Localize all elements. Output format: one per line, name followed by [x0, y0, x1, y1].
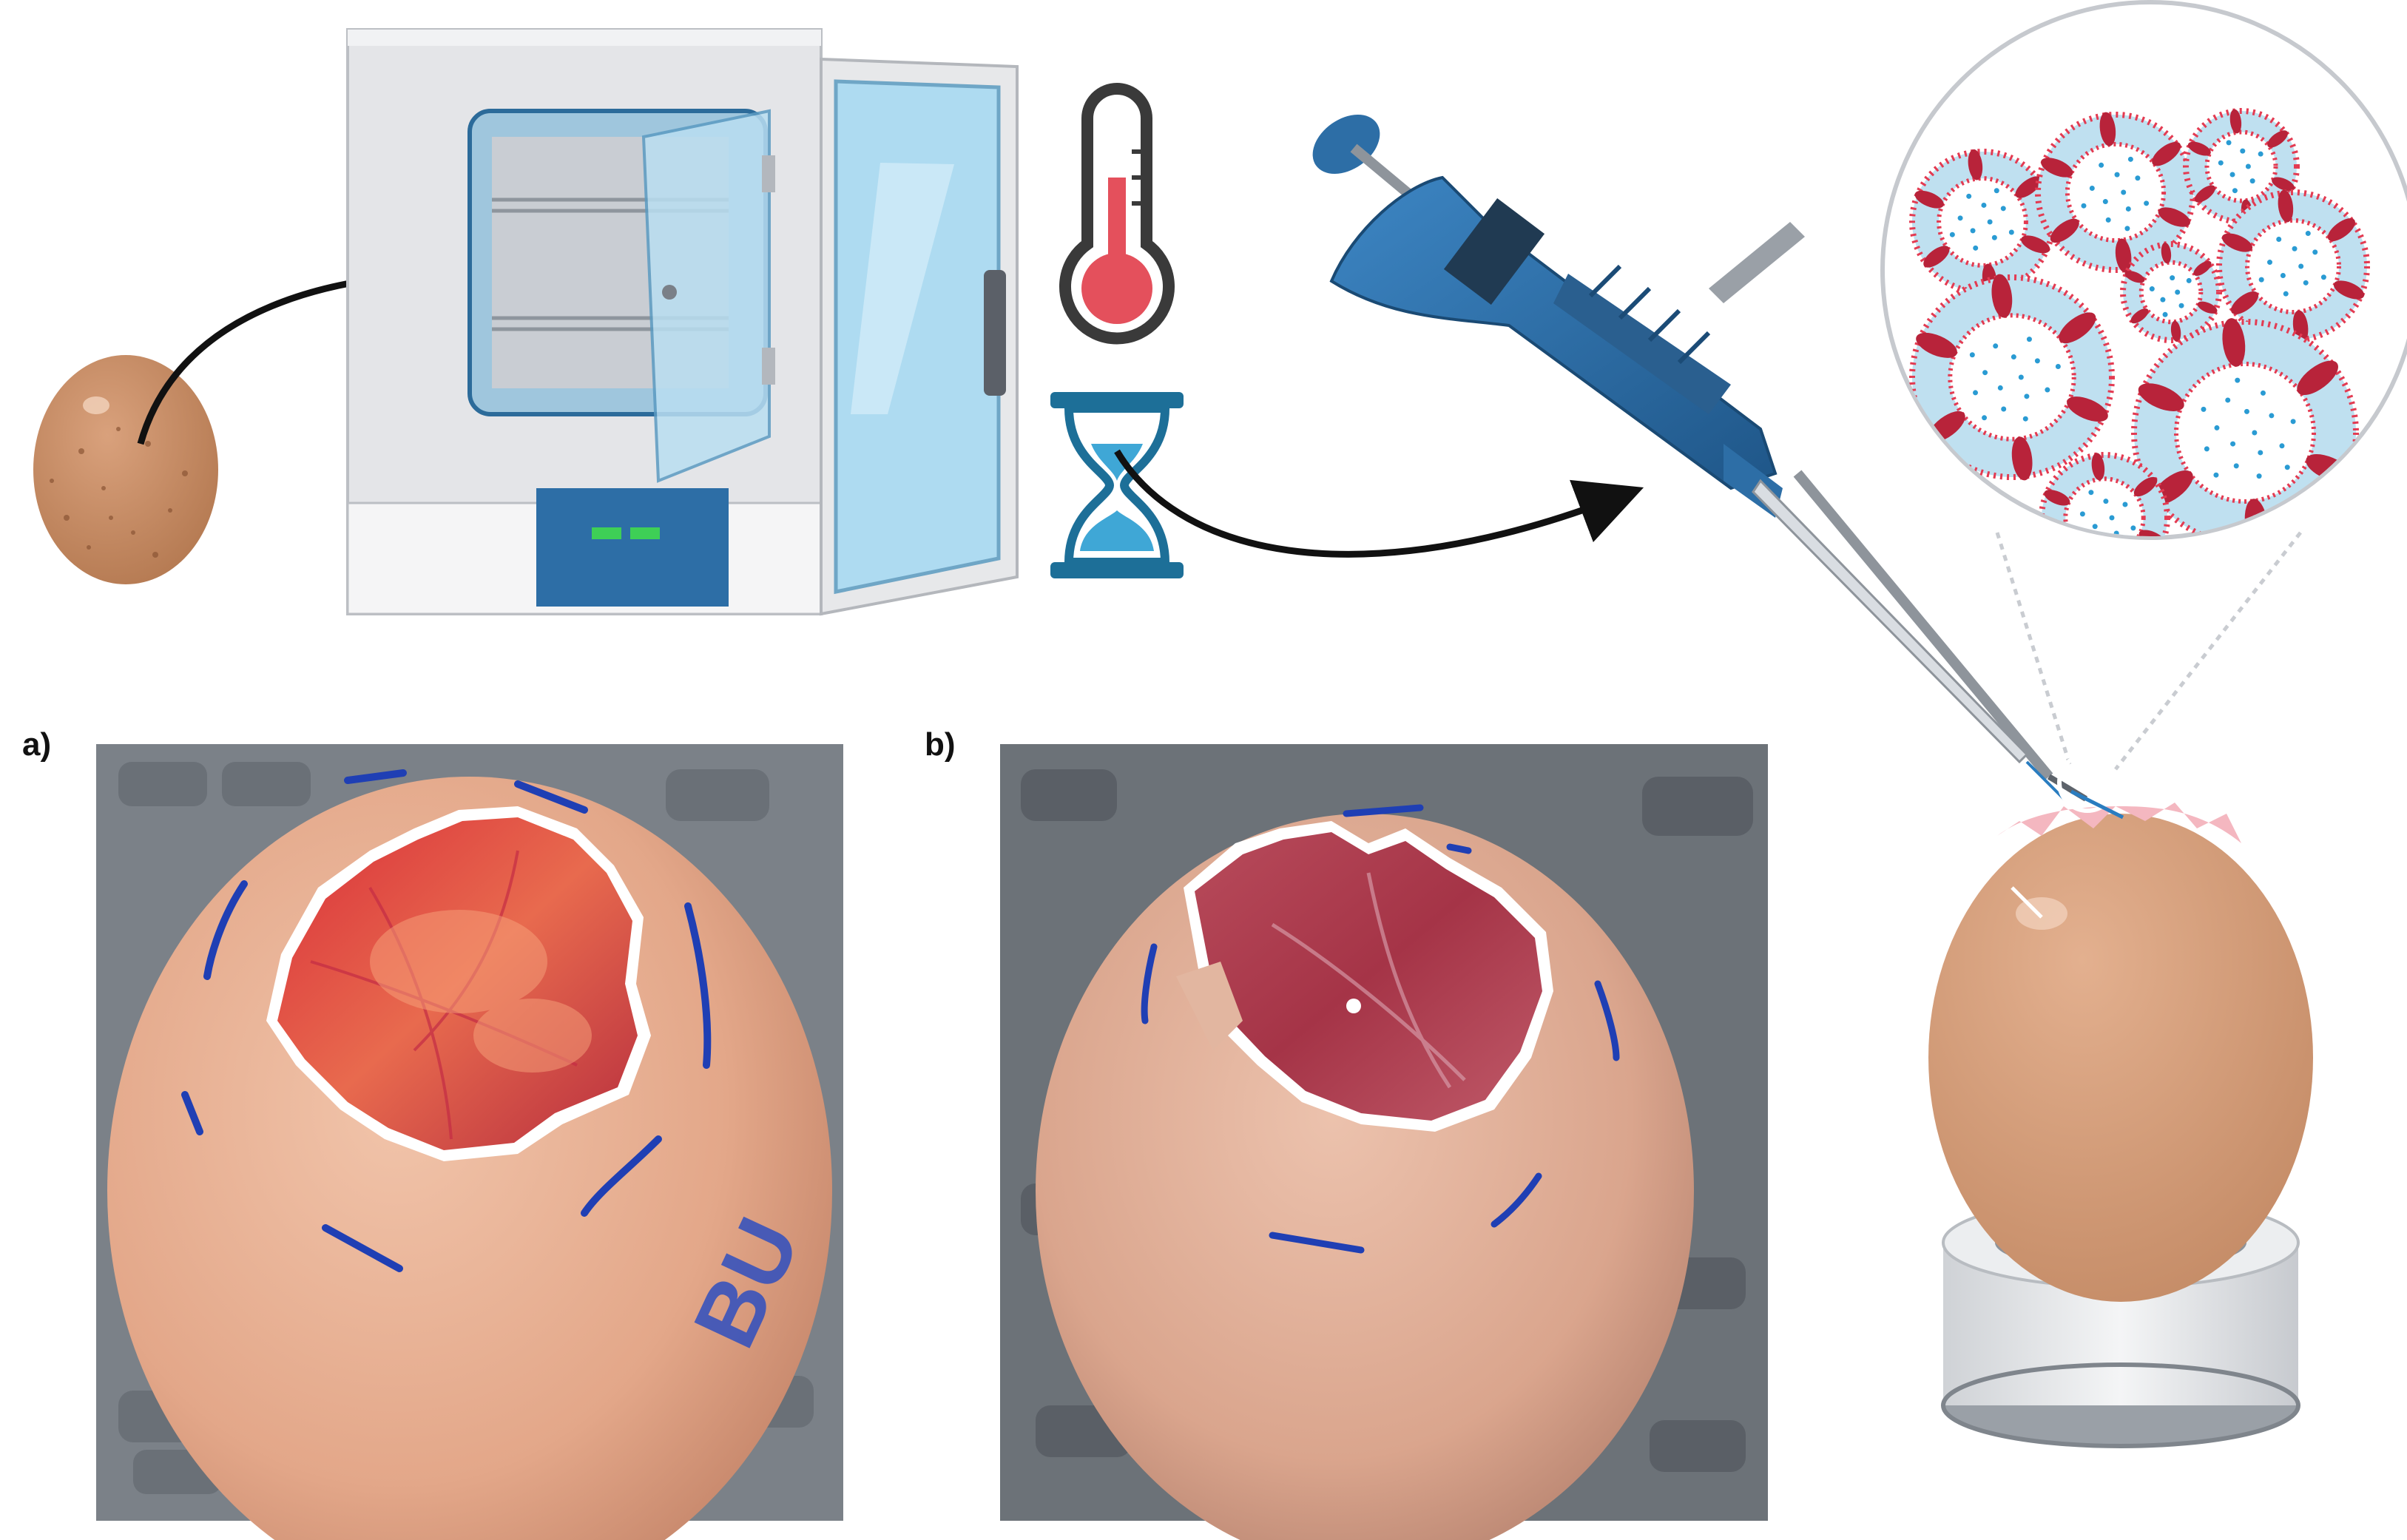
zoom-lines — [1995, 531, 2302, 771]
liposome-zoom-icon — [1880, 0, 2407, 540]
panel-label-b: b) — [925, 726, 956, 763]
cam-egg-on-stand-icon — [1928, 752, 2313, 1448]
arrow-icon — [1114, 449, 1644, 558]
egg-icon — [33, 355, 218, 584]
hourglass-icon — [1050, 392, 1184, 578]
photo-a: BU — [96, 744, 843, 1540]
incubator-icon — [346, 28, 1019, 616]
panel-label-a: a) — [22, 726, 52, 763]
photo-b — [1000, 744, 1768, 1540]
pipette-icon — [1312, 115, 2088, 808]
thermometer-icon — [1059, 83, 1175, 345]
